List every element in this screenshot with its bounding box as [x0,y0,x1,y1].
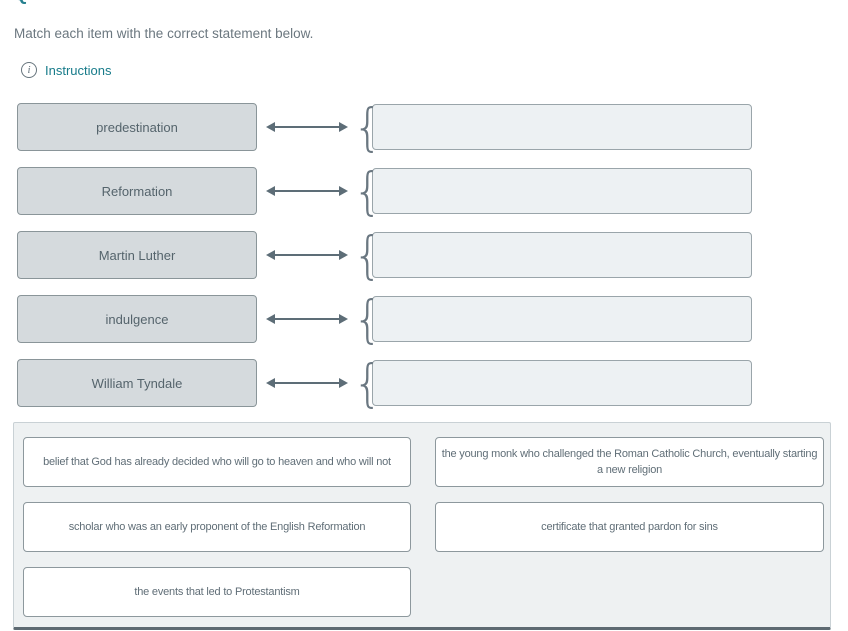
info-icon[interactable]: i [21,62,37,78]
answer-option[interactable]: the young monk who challenged the Roman … [435,437,824,487]
answer-bank: belief that God has already decided who … [13,422,831,630]
brace-glyph: { [353,161,383,221]
match-row: Martin Luther { [17,225,752,285]
match-row: William Tyndale { [17,353,752,413]
instructions-link[interactable]: i Instructions [21,62,111,78]
match-row: indulgence { [17,289,752,349]
match-row: Reformation { [17,161,752,221]
brace-glyph: { [353,353,383,413]
question-title: Question 1 [14,0,109,5]
term-box: indulgence [17,295,257,343]
answer-option[interactable]: certificate that granted pardon for sins [435,502,824,552]
answer-option[interactable]: scholar who was an early proponent of th… [23,502,411,552]
answer-option[interactable]: the events that led to Protestantism [23,567,411,617]
match-arrow-icon [265,184,349,198]
match-arrow-icon [265,312,349,326]
drop-target[interactable] [372,232,752,278]
match-arrow-icon [265,248,349,262]
drop-target[interactable] [372,360,752,406]
match-row: predestination { [17,97,752,157]
term-box: predestination [17,103,257,151]
term-box: Martin Luther [17,231,257,279]
drop-target[interactable] [372,104,752,150]
term-box: William Tyndale [17,359,257,407]
match-arrow-icon [265,120,349,134]
term-box: Reformation [17,167,257,215]
answer-option[interactable]: belief that God has already decided who … [23,437,411,487]
drop-target[interactable] [372,168,752,214]
brace-glyph: { [353,225,383,285]
brace-glyph: { [353,97,383,157]
instructions-label: Instructions [45,62,112,78]
match-arrow-icon [265,376,349,390]
drop-target[interactable] [372,296,752,342]
question-prompt: Match each item with the correct stateme… [14,26,314,41]
brace-glyph: { [353,289,383,349]
